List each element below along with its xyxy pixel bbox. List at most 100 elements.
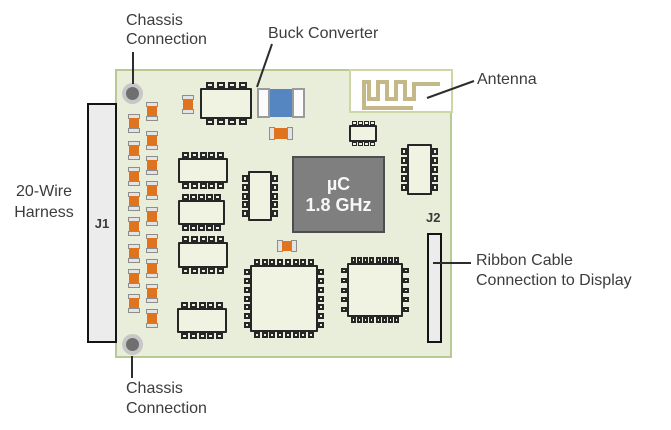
ic-chip-small [349,125,377,142]
qfp-pin [318,278,324,285]
ic-pin [363,142,369,146]
qfp-pin [244,278,250,285]
ic-pin [242,210,248,218]
qfp-pin [318,304,324,311]
qfp-pin [244,304,250,311]
ic-pin [199,152,207,158]
ic-pin [272,201,278,209]
ic-pin [227,82,236,88]
qfp-pin [300,259,307,265]
ic-pin [199,268,207,274]
ic-pin [357,121,363,125]
resistor-cap [146,170,158,175]
resistor-body [147,288,157,299]
qfp-pin [403,297,409,303]
ic-chip [178,158,228,183]
resistor [128,269,140,288]
resistor-cap [146,221,158,226]
resistor-body [129,273,139,284]
resistor-cap [146,298,158,303]
ic-pin [432,175,438,182]
ic-chip [178,200,225,225]
qfp-chip [347,263,403,317]
resistor [146,284,158,303]
ic-pin [190,236,198,242]
mcu-label-line1: µC [326,173,351,194]
resistor-cap [182,109,194,114]
connector-j2 [427,233,442,343]
ic-pin [181,268,189,274]
label-chassis-connection-top: Chassis Connection [126,12,207,48]
label-wire-harness: 20-Wire Harness [14,183,74,221]
resistor-body [183,99,193,110]
ic-pin [214,225,222,231]
capacitor [257,88,305,118]
ic-pin [217,236,225,242]
qfp-pin [403,287,409,293]
qfp-pin [292,332,299,338]
qfp-pin [350,257,356,263]
qfp-pin [284,332,291,338]
ic-pin [432,166,438,173]
qfp-pin [300,332,307,338]
ic-pin [208,236,216,242]
ic-pin [227,119,236,125]
ic-pin [180,302,188,308]
resistor [128,294,140,313]
ic-chip-vertical [407,144,432,195]
resistor-cap [128,206,140,211]
resistor-body [147,160,157,171]
qfp-pin [363,317,369,323]
label-antenna: Antenna [477,71,537,88]
qfp-pin [253,332,260,338]
ic-pin [242,192,248,200]
ic-pin [208,183,216,189]
qfp-pin [403,277,409,283]
qfp-pin [388,257,394,263]
label-chassis-connection-bottom: Chassis Connection [126,380,207,417]
qfp-chip [250,265,318,332]
ic-pin [198,302,206,308]
resistor-cap [128,258,140,263]
ic-pin [363,121,369,125]
ic-pin [181,183,189,189]
label-ribbon-cable: Ribbon Cable Connection to Display [476,252,632,289]
resistor-body [147,135,157,146]
resistor-body [129,248,139,259]
resistor-cap [128,231,140,236]
qfp-pin [284,259,291,265]
resistor-horizontal [269,127,293,140]
resistor [146,207,158,226]
resistor-body [147,185,157,196]
ic-pin [238,82,247,88]
ic-pin [198,225,205,231]
ic-pin [189,333,197,339]
resistor-cap [146,116,158,121]
qfp-pin [363,257,369,263]
ic-pin [401,184,407,191]
resistor-cap [128,155,140,160]
ic-pin [217,268,225,274]
qfp-pin [253,259,260,265]
qfp-pin [381,257,387,263]
resistor-cap [146,323,158,328]
qfp-pin [318,321,324,328]
resistor [128,244,140,263]
resistor-cap [146,273,158,278]
ic-pin [205,82,214,88]
resistor [146,102,158,121]
resistor-body [147,211,157,222]
label-buck-converter: Buck Converter [268,25,379,42]
ic-pin [272,183,278,191]
resistor-body [129,196,139,207]
resistor-horizontal [277,240,297,252]
resistor-cap [128,283,140,288]
resistor-cap [146,248,158,253]
qfp-pin [261,259,268,265]
ic-pin [205,119,214,125]
qfp-pin [244,286,250,293]
qfp-pin [341,268,347,274]
ic-pin [242,183,248,191]
resistor-body [147,106,157,117]
ic-pin [242,174,248,182]
